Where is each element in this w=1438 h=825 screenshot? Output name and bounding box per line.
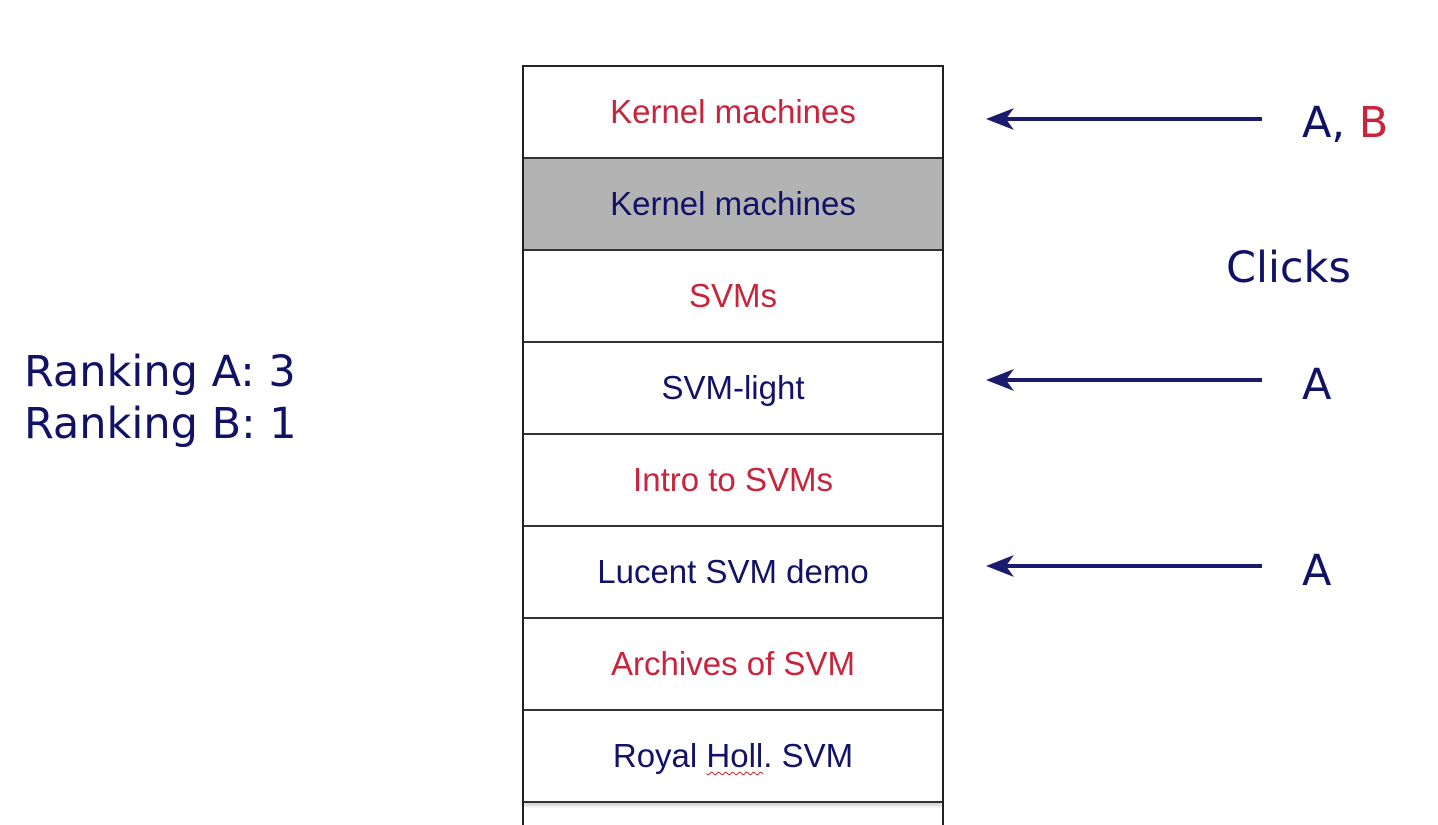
click-label-1: A, B [1302, 98, 1388, 148]
result-row-3: SVMs [524, 251, 942, 343]
click-label-1-a: A, [1302, 98, 1346, 148]
click-label-3: A [1302, 546, 1332, 596]
result-row-3-text: SVMs [688, 277, 777, 314]
result-row-4: SVM-light [524, 343, 942, 435]
click-arrow-2 [986, 369, 1262, 391]
result-row-2: Kernel machines [524, 159, 942, 251]
click-label-2: A [1302, 360, 1332, 410]
result-row-2-text: Kernel machines [610, 185, 856, 222]
click-arrow-1 [986, 108, 1262, 130]
click-label-1-b: B [1358, 98, 1389, 148]
result-row-7-text: Archives of SVM [611, 645, 855, 682]
clicks-heading: Clicks [1226, 243, 1351, 293]
result-row-8-text-after: . SVM [763, 737, 854, 774]
click-arrow-3 [986, 555, 1262, 577]
result-row-5-text: Intro to SVMs [633, 461, 833, 498]
result-row-7: Archives of SVM [524, 619, 942, 711]
ranking-score: Ranking A: 3 Ranking B: 1 [24, 346, 297, 450]
result-row-6: Lucent SVM demo [524, 527, 942, 619]
ranking-a-score: Ranking A: 3 [24, 347, 296, 397]
result-row-8-text: Royal Holl. SVM [613, 737, 853, 775]
ranking-b-score: Ranking B: 1 [24, 399, 297, 449]
result-row-1: Kernel machines [524, 67, 942, 159]
result-row-4-text: SVM-light [661, 369, 805, 406]
result-row-6-text: Lucent SVM demo [597, 553, 869, 590]
result-row-8-text-before: Royal [612, 737, 707, 774]
spellcheck-marked-word: Holl [706, 737, 764, 774]
result-row-1-text: Kernel machines [610, 93, 856, 130]
interleaved-result-list: Kernel machines Kernel machines SVMs SVM… [522, 65, 944, 825]
result-row-5: Intro to SVMs [524, 435, 942, 527]
result-row-8: Royal Holl. SVM [524, 711, 942, 803]
